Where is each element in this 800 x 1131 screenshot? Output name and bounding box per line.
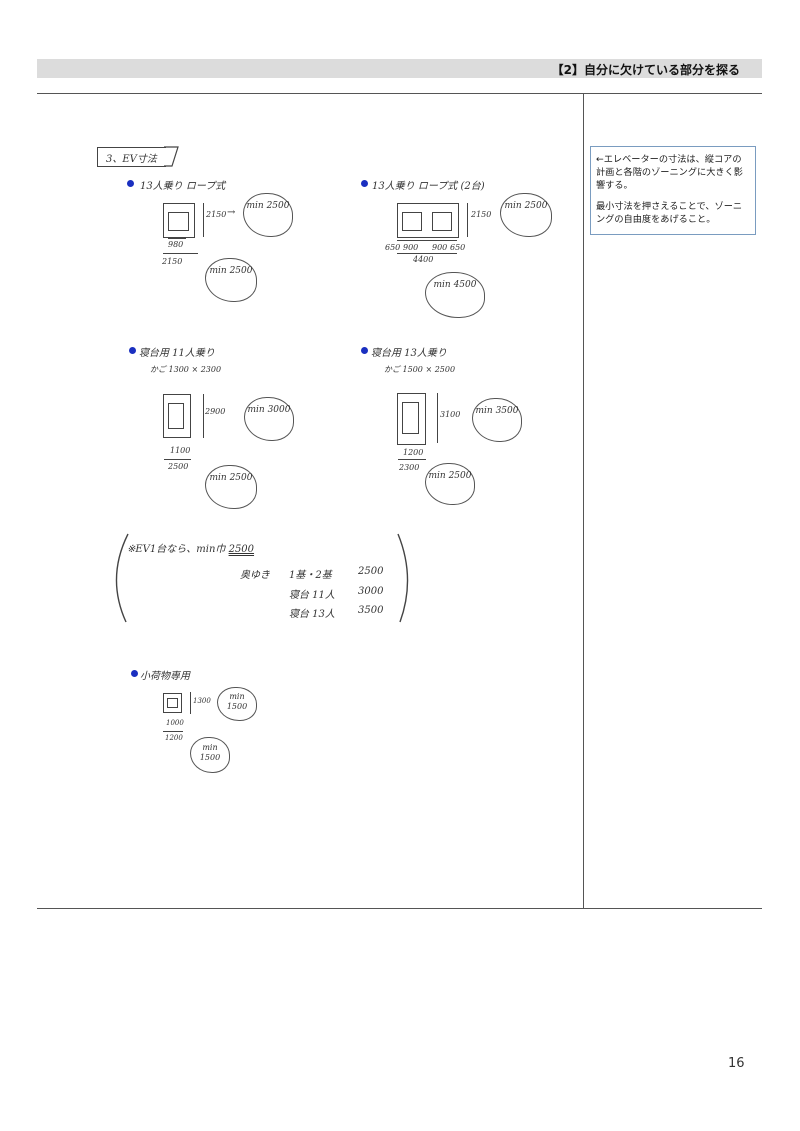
ev-plan	[397, 203, 459, 238]
section-tag	[97, 147, 166, 167]
ev-title: 13人乗り ロープ式 (2台)	[372, 181, 485, 192]
header-title: 【2】自分に欠けている部分を探る	[551, 63, 740, 77]
ev-plan	[163, 394, 191, 438]
depth-bracket	[203, 394, 205, 438]
core-width-label: 4400	[413, 255, 434, 264]
depth-label: 1300	[193, 697, 211, 705]
depth-bracket	[437, 393, 439, 443]
depth-label: 2900	[205, 407, 226, 416]
ev-plan	[163, 203, 195, 238]
note-paragraph: ←エレベーターの寸法は、縦コアの計画と各階のゾーニングに大きく影響する。	[596, 154, 743, 191]
dim-line	[397, 240, 457, 241]
summary-row-label: 1基・2基	[289, 570, 332, 581]
bullet-icon	[129, 347, 136, 354]
header-bar: 【2】自分に欠けている部分を探る	[37, 59, 762, 78]
car-width-label: 980	[168, 240, 184, 249]
cloud-depth-min: min 3500	[472, 398, 522, 442]
bullet-icon	[127, 180, 134, 187]
summary-row-value: 3500	[358, 605, 384, 616]
ev-plan	[397, 393, 426, 445]
bottom-rule	[37, 908, 762, 909]
ev-plan	[163, 693, 182, 713]
depth-heading: 奥ゆき	[240, 570, 270, 581]
summary-row-value: 3000	[358, 586, 384, 597]
summary-row-value: 2500	[358, 566, 384, 577]
summary-value: 2500	[228, 544, 255, 555]
cloud-depth-min: min 2500	[243, 193, 293, 237]
summary-text: ※EV1台なら、min巾	[127, 544, 226, 555]
car-width-label: 1200	[403, 448, 424, 457]
dim-label: 900	[432, 243, 448, 252]
cloud-depth-min: min 1500	[217, 687, 257, 721]
note-paragraph: 最小寸法を押さえることで、ゾーニングの自由度をあげること。	[596, 201, 743, 225]
dim-line	[163, 253, 198, 254]
ev-title: 寝台用 11人乗り	[139, 348, 215, 359]
car-width-label: 1000	[166, 719, 184, 727]
dim-label: 900	[403, 243, 419, 252]
tag-arrow-icon	[164, 146, 179, 167]
core-width-label: 2300	[399, 463, 420, 472]
dim-line	[397, 253, 457, 254]
core-width-label: 2150	[162, 257, 183, 266]
summary-line1: ※EV1台なら、min巾 2500	[127, 540, 254, 555]
dim-label: 650	[450, 243, 466, 252]
depth-label: 2150	[206, 210, 227, 219]
section-title: 3、EV寸法	[106, 154, 157, 165]
bullet-icon	[361, 347, 368, 354]
dim-line	[398, 459, 426, 460]
depth-bracket	[203, 203, 205, 237]
bullet-icon	[361, 180, 368, 187]
ev-title: 13人乗り ロープ式	[140, 181, 226, 192]
column-divider	[583, 93, 584, 908]
ev-title: 寝台用 13人乗り	[371, 348, 447, 359]
summary-row-label: 寝台 13人	[289, 609, 335, 620]
cloud-width-min: min 2500	[425, 463, 475, 505]
cage-size: かご 1500 × 2500	[384, 365, 456, 374]
cloud-width-min: min 4500	[425, 272, 485, 318]
page-number: 16	[728, 1056, 745, 1071]
ev-title: 小荷物専用	[140, 671, 190, 682]
parentheses-icon	[115, 533, 409, 623]
core-width-label: 1200	[165, 734, 183, 742]
cage-size: かご 1300 × 2300	[150, 365, 222, 374]
cloud-width-min: min 1500	[190, 737, 230, 773]
core-width-label: 2500	[168, 462, 189, 471]
top-rule	[37, 93, 762, 94]
dim-line	[168, 238, 186, 239]
depth-bracket	[190, 692, 192, 714]
cloud-width-min: min 2500	[205, 258, 257, 302]
side-note-box: ←エレベーターの寸法は、縦コアの計画と各階のゾーニングに大きく影響する。 最小寸…	[590, 146, 756, 235]
depth-bracket	[467, 203, 469, 237]
cloud-depth-min: min 2500	[500, 193, 552, 237]
dim-line	[164, 459, 191, 460]
dim-line	[163, 731, 183, 732]
dim-label: 650	[385, 243, 401, 252]
depth-label: 2150	[471, 210, 492, 219]
cloud-depth-min: min 3000	[244, 397, 294, 441]
summary-row-label: 寝台 11人	[289, 590, 335, 601]
bullet-icon	[131, 670, 138, 677]
depth-label: 3100	[440, 410, 461, 419]
arrow-icon: →	[227, 207, 236, 218]
car-width-label: 1100	[170, 446, 191, 455]
cloud-width-min: min 2500	[205, 465, 257, 509]
